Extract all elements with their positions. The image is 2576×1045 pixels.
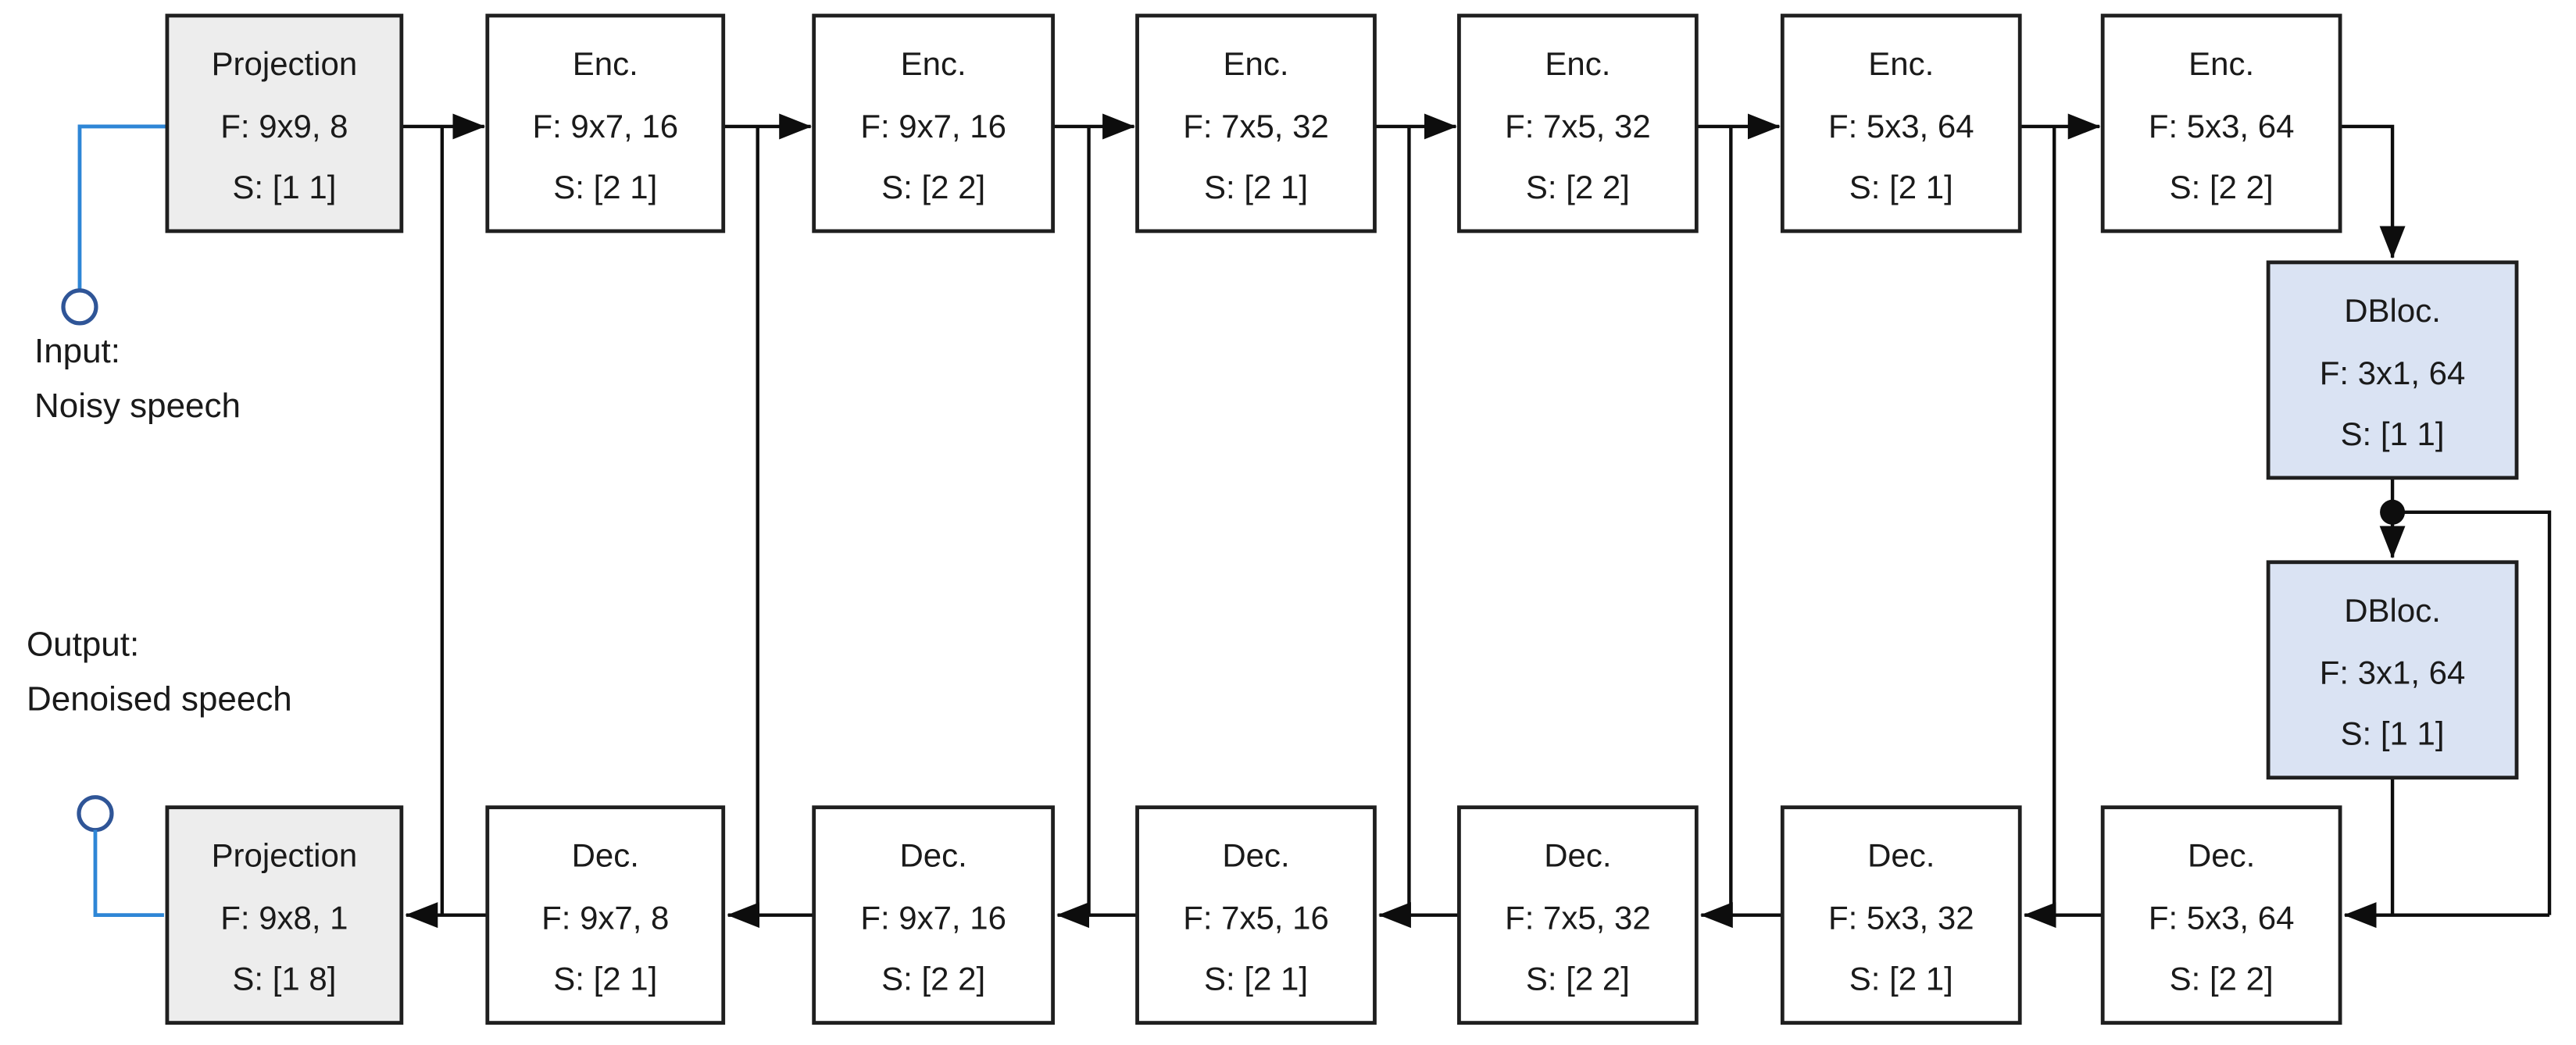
- box-filter: F: 5x3, 64: [2149, 900, 2295, 936]
- encoder-box-1: Enc. F: 9x7, 16 S: [2 1]: [485, 13, 726, 234]
- decoder-box-5: Dec. F: 5x3, 32 S: [2 1]: [1780, 805, 2022, 1025]
- box-filter: F: 7x5, 32: [1505, 900, 1651, 936]
- output-label-line1: Output:: [27, 626, 139, 664]
- enc6-rect: [2100, 13, 2342, 234]
- box-stride: S: [2 2]: [1526, 169, 1630, 205]
- enc3-rect: [1135, 13, 1377, 234]
- input-terminal-icon: [61, 288, 98, 326]
- box-filter: F: 9x8, 1: [220, 900, 348, 936]
- output-terminal-icon: [77, 795, 114, 833]
- dec5-rect: [1780, 805, 2022, 1025]
- box-title: Enc.: [1545, 45, 1610, 82]
- output-connector-line: [93, 829, 164, 918]
- box-filter: F: 5x3, 32: [1828, 900, 1974, 936]
- box-filter: F: 9x7, 16: [532, 108, 678, 144]
- input-label-line2: Noisy speech: [34, 387, 241, 425]
- dec1-rect: [485, 805, 726, 1025]
- enc1-rect: [485, 13, 726, 234]
- decoder-box-2: Dec. F: 9x7, 16 S: [2 2]: [812, 805, 1055, 1025]
- encoder-box-4: Enc. F: 7x5, 32 S: [2 2]: [1457, 13, 1699, 234]
- box-stride: S: [2 2]: [2170, 169, 2274, 205]
- encoder-box-2: Enc. F: 9x7, 16 S: [2 2]: [812, 13, 1055, 234]
- enc2-rect: [812, 13, 1055, 234]
- box-stride: S: [2 2]: [1526, 961, 1630, 997]
- decoder-box-0: Projection F: 9x8, 1 S: [1 8]: [165, 805, 404, 1025]
- box-title: Enc.: [573, 45, 638, 82]
- box-filter: F: 9x9, 8: [220, 108, 348, 144]
- decoder-box-3: Dec. F: 7x5, 16 S: [2 1]: [1135, 805, 1377, 1025]
- decoder-box-6: Dec. F: 5x3, 64 S: [2 2]: [2100, 805, 2342, 1025]
- box-stride: S: [2 2]: [881, 169, 985, 205]
- input-connector-line: [77, 124, 167, 291]
- box-stride: S: [2 2]: [2170, 961, 2274, 997]
- encoder-box-3: Enc. F: 7x5, 32 S: [2 1]: [1135, 13, 1377, 234]
- box-title: DBloc.: [2344, 292, 2441, 329]
- box-stride: S: [1 1]: [232, 169, 336, 205]
- dec6-rect: [2100, 805, 2342, 1025]
- encoder-box-0: Projection F: 9x9, 8 S: [1 1]: [165, 13, 404, 234]
- dec2-rect: [812, 805, 1055, 1025]
- box-title: Projection: [212, 45, 358, 82]
- box-title: Enc.: [901, 45, 966, 82]
- box-stride: S: [1 1]: [2341, 715, 2445, 752]
- flow-arrow-enc-to-dbloc1: [2340, 124, 2406, 259]
- dbloc-box-2: DBloc. F: 3x1, 64 S: [1 1]: [2266, 560, 2519, 780]
- box-title: Dec.: [1222, 837, 1289, 874]
- enc5-rect: [1780, 13, 2022, 234]
- dec3-rect: [1135, 805, 1377, 1025]
- decoder-box-4: Dec. F: 7x5, 32 S: [2 2]: [1457, 805, 1699, 1025]
- box-filter: F: 7x5, 32: [1183, 108, 1329, 144]
- output-label-line2: Denoised speech: [27, 680, 292, 719]
- encoder-box-6: Enc. F: 5x3, 64 S: [2 2]: [2100, 13, 2342, 234]
- encoder-box-5: Enc. F: 5x3, 64 S: [2 1]: [1780, 13, 2022, 234]
- box-title: DBloc.: [2344, 592, 2441, 629]
- box-filter: F: 3x1, 64: [2320, 355, 2466, 391]
- box-stride: S: [1 1]: [2341, 416, 2445, 452]
- box-filter: F: 7x5, 32: [1505, 108, 1651, 144]
- box-title: Projection: [212, 837, 358, 874]
- box-title: Enc.: [1868, 45, 1934, 82]
- box-filter: F: 9x7, 8: [541, 900, 669, 936]
- box-stride: S: [2 1]: [553, 169, 657, 205]
- box-filter: F: 3x1, 64: [2320, 654, 2466, 691]
- box-stride: S: [2 2]: [881, 961, 985, 997]
- dbloc-box-1: DBloc. F: 3x1, 64 S: [1 1]: [2266, 260, 2519, 480]
- box-title: Dec.: [1867, 837, 1935, 874]
- box-filter: F: 9x7, 16: [860, 900, 1006, 936]
- box-title: Dec.: [2188, 837, 2255, 874]
- decoder-box-1: Dec. F: 9x7, 8 S: [2 1]: [485, 805, 726, 1025]
- dec4-rect: [1457, 805, 1699, 1025]
- projection-in-rect: [165, 13, 404, 234]
- enc4-rect: [1457, 13, 1699, 234]
- box-filter: F: 5x3, 64: [2149, 108, 2295, 144]
- junction-dot: [2380, 499, 2406, 525]
- box-stride: S: [2 1]: [1849, 961, 1953, 997]
- box-filter: F: 5x3, 64: [1828, 108, 1974, 144]
- dbloc2-rect: [2266, 560, 2519, 780]
- box-filter: F: 7x5, 16: [1183, 900, 1329, 936]
- input-label-line1: Input:: [34, 332, 120, 370]
- box-stride: S: [2 1]: [1849, 169, 1953, 205]
- dbloc1-rect: [2266, 260, 2519, 480]
- box-title: Enc.: [2188, 45, 2254, 82]
- box-filter: F: 9x7, 16: [860, 108, 1006, 144]
- box-title: Enc.: [1224, 45, 1289, 82]
- box-title: Dec.: [1544, 837, 1611, 874]
- box-stride: S: [1 8]: [232, 961, 336, 997]
- bottleneck-bypass-line: [2392, 510, 2552, 915]
- box-title: Dec.: [572, 837, 639, 874]
- box-stride: S: [2 1]: [1204, 961, 1308, 997]
- box-title: Dec.: [899, 837, 966, 874]
- box-stride: S: [2 1]: [1204, 169, 1308, 205]
- projection-out-rect: [165, 805, 404, 1025]
- box-stride: S: [2 1]: [553, 961, 657, 997]
